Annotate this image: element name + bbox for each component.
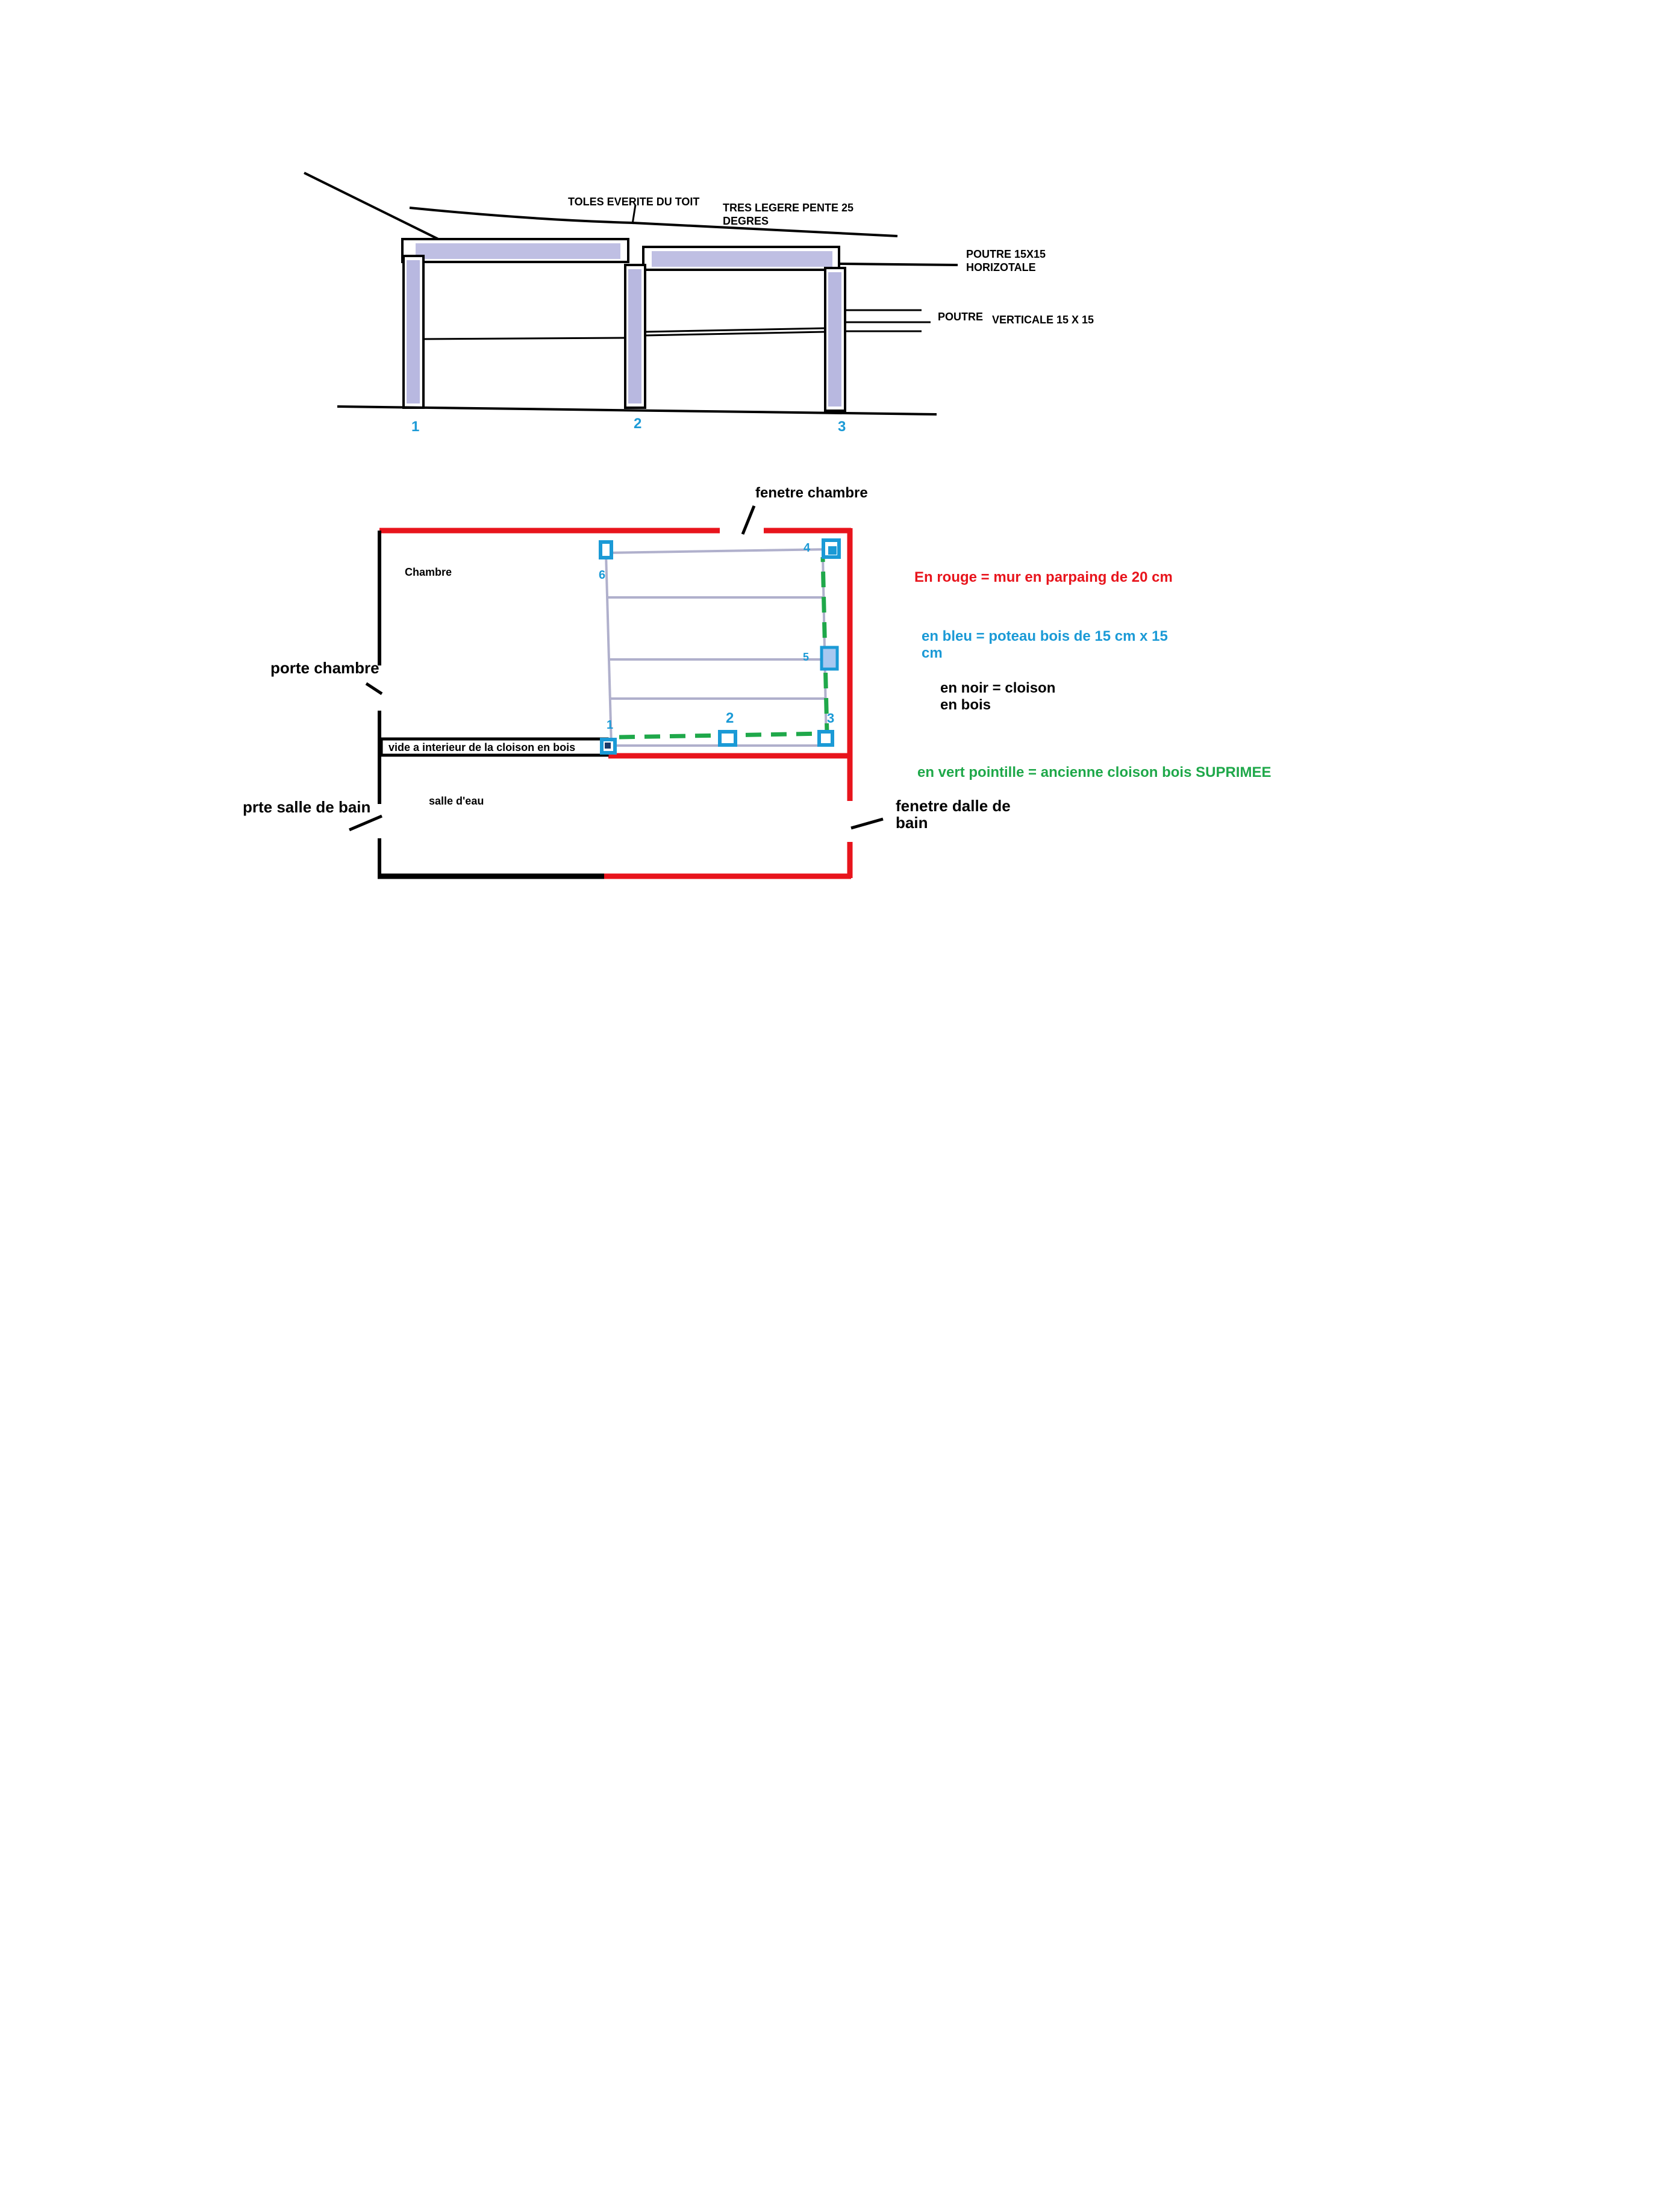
roof-label: TOLES EVERITE DU TOIT — [568, 196, 699, 208]
beam-extension-line — [838, 263, 958, 266]
horizontal-beam-label-line1: POUTRE 15X15 — [966, 248, 1046, 260]
window-bathroom-marker — [850, 817, 884, 830]
plan-post-number-1: 1 — [607, 718, 613, 732]
vertical-beam-label-part1: POUTRE — [938, 311, 983, 323]
ground-line — [337, 405, 937, 416]
removed-partition — [619, 556, 829, 740]
roof-rafter-line — [304, 172, 452, 247]
post-square-2 — [718, 730, 737, 747]
slope-label-line2: DEGRES — [723, 215, 769, 227]
window-bathroom-label-line2: bain — [896, 814, 928, 832]
legend-red: En rouge = mur en parpaing de 20 cm — [914, 569, 1173, 585]
horizontal-beam-label-line2: HORIZOTALE — [966, 261, 1036, 273]
post-square-6 — [599, 540, 613, 559]
vertical-post-3-fill — [828, 272, 841, 407]
roof-sheet-line — [409, 207, 898, 237]
elevation-post-number-3: 3 — [838, 419, 846, 435]
vertical-post-2-fill — [628, 269, 641, 403]
window-bathroom-label-line1: fenetre dalle de — [896, 797, 1011, 815]
legend-black-line1: en noir = cloison — [940, 680, 1055, 696]
door-bathroom-marker — [349, 814, 382, 832]
post-square-5 — [820, 646, 839, 671]
door-bathroom-label: prte salle de bain — [243, 798, 370, 816]
plan-post-number-4: 4 — [803, 541, 811, 555]
mid-rail-left — [423, 337, 626, 340]
vertical-beam-label-part2: VERTICALE 15 X 15 — [992, 314, 1094, 326]
wood-posts — [599, 538, 841, 755]
plan-post-number-2: 2 — [726, 710, 734, 726]
horizontal-beam-right-fill — [652, 251, 832, 267]
legend: En rouge = mur en parpaing de 20 cm en b… — [914, 569, 1271, 780]
joist-left — [605, 552, 613, 746]
floor-plan: 1 2 3 4 5 6 fenetre chambre Chambre port… — [243, 485, 1011, 879]
legend-black-line2: en bois — [940, 697, 991, 713]
joist-top — [605, 548, 832, 554]
window-bedroom-label: fenetre chambre — [755, 485, 868, 501]
mid-rail-right — [644, 327, 826, 333]
gap-label: vide a interieur de la cloison en bois — [388, 741, 575, 753]
joists — [605, 548, 832, 747]
elevation-post-number-1: 1 — [411, 419, 419, 435]
shower-room-label: salle d'eau — [429, 795, 484, 807]
legend-blue-line2: cm — [922, 645, 943, 661]
elevation-post-number-2: 2 — [634, 416, 641, 432]
plan-post-number-5: 5 — [803, 651, 809, 663]
legend-blue-line1: en bleu = poteau bois de 15 cm x 15 — [922, 628, 1168, 644]
bedroom-label: Chambre — [405, 566, 452, 578]
slope-label-line1: TRES LEGERE PENTE 25 — [723, 202, 853, 214]
window-bedroom-marker — [741, 505, 756, 535]
horizontal-beam-left-fill — [416, 243, 620, 259]
post-square-3 — [817, 730, 834, 747]
post-square-1-fill — [605, 743, 611, 749]
roof-leader-line — [631, 204, 637, 225]
plan-post-number-6: 6 — [599, 569, 605, 582]
mid-rail-right-2 — [644, 331, 826, 337]
door-bedroom-marker — [365, 682, 383, 696]
elevation-view: TOLES EVERITE DU TOIT TRES LEGERE PENTE … — [304, 172, 1094, 435]
door-bedroom-label: porte chambre — [270, 659, 379, 677]
plan-post-number-3: 3 — [827, 711, 834, 726]
vertical-post-1-fill — [407, 260, 420, 403]
legend-green: en vert pointille = ancienne cloison boi… — [917, 764, 1271, 780]
post-square-4-fill — [828, 546, 837, 555]
